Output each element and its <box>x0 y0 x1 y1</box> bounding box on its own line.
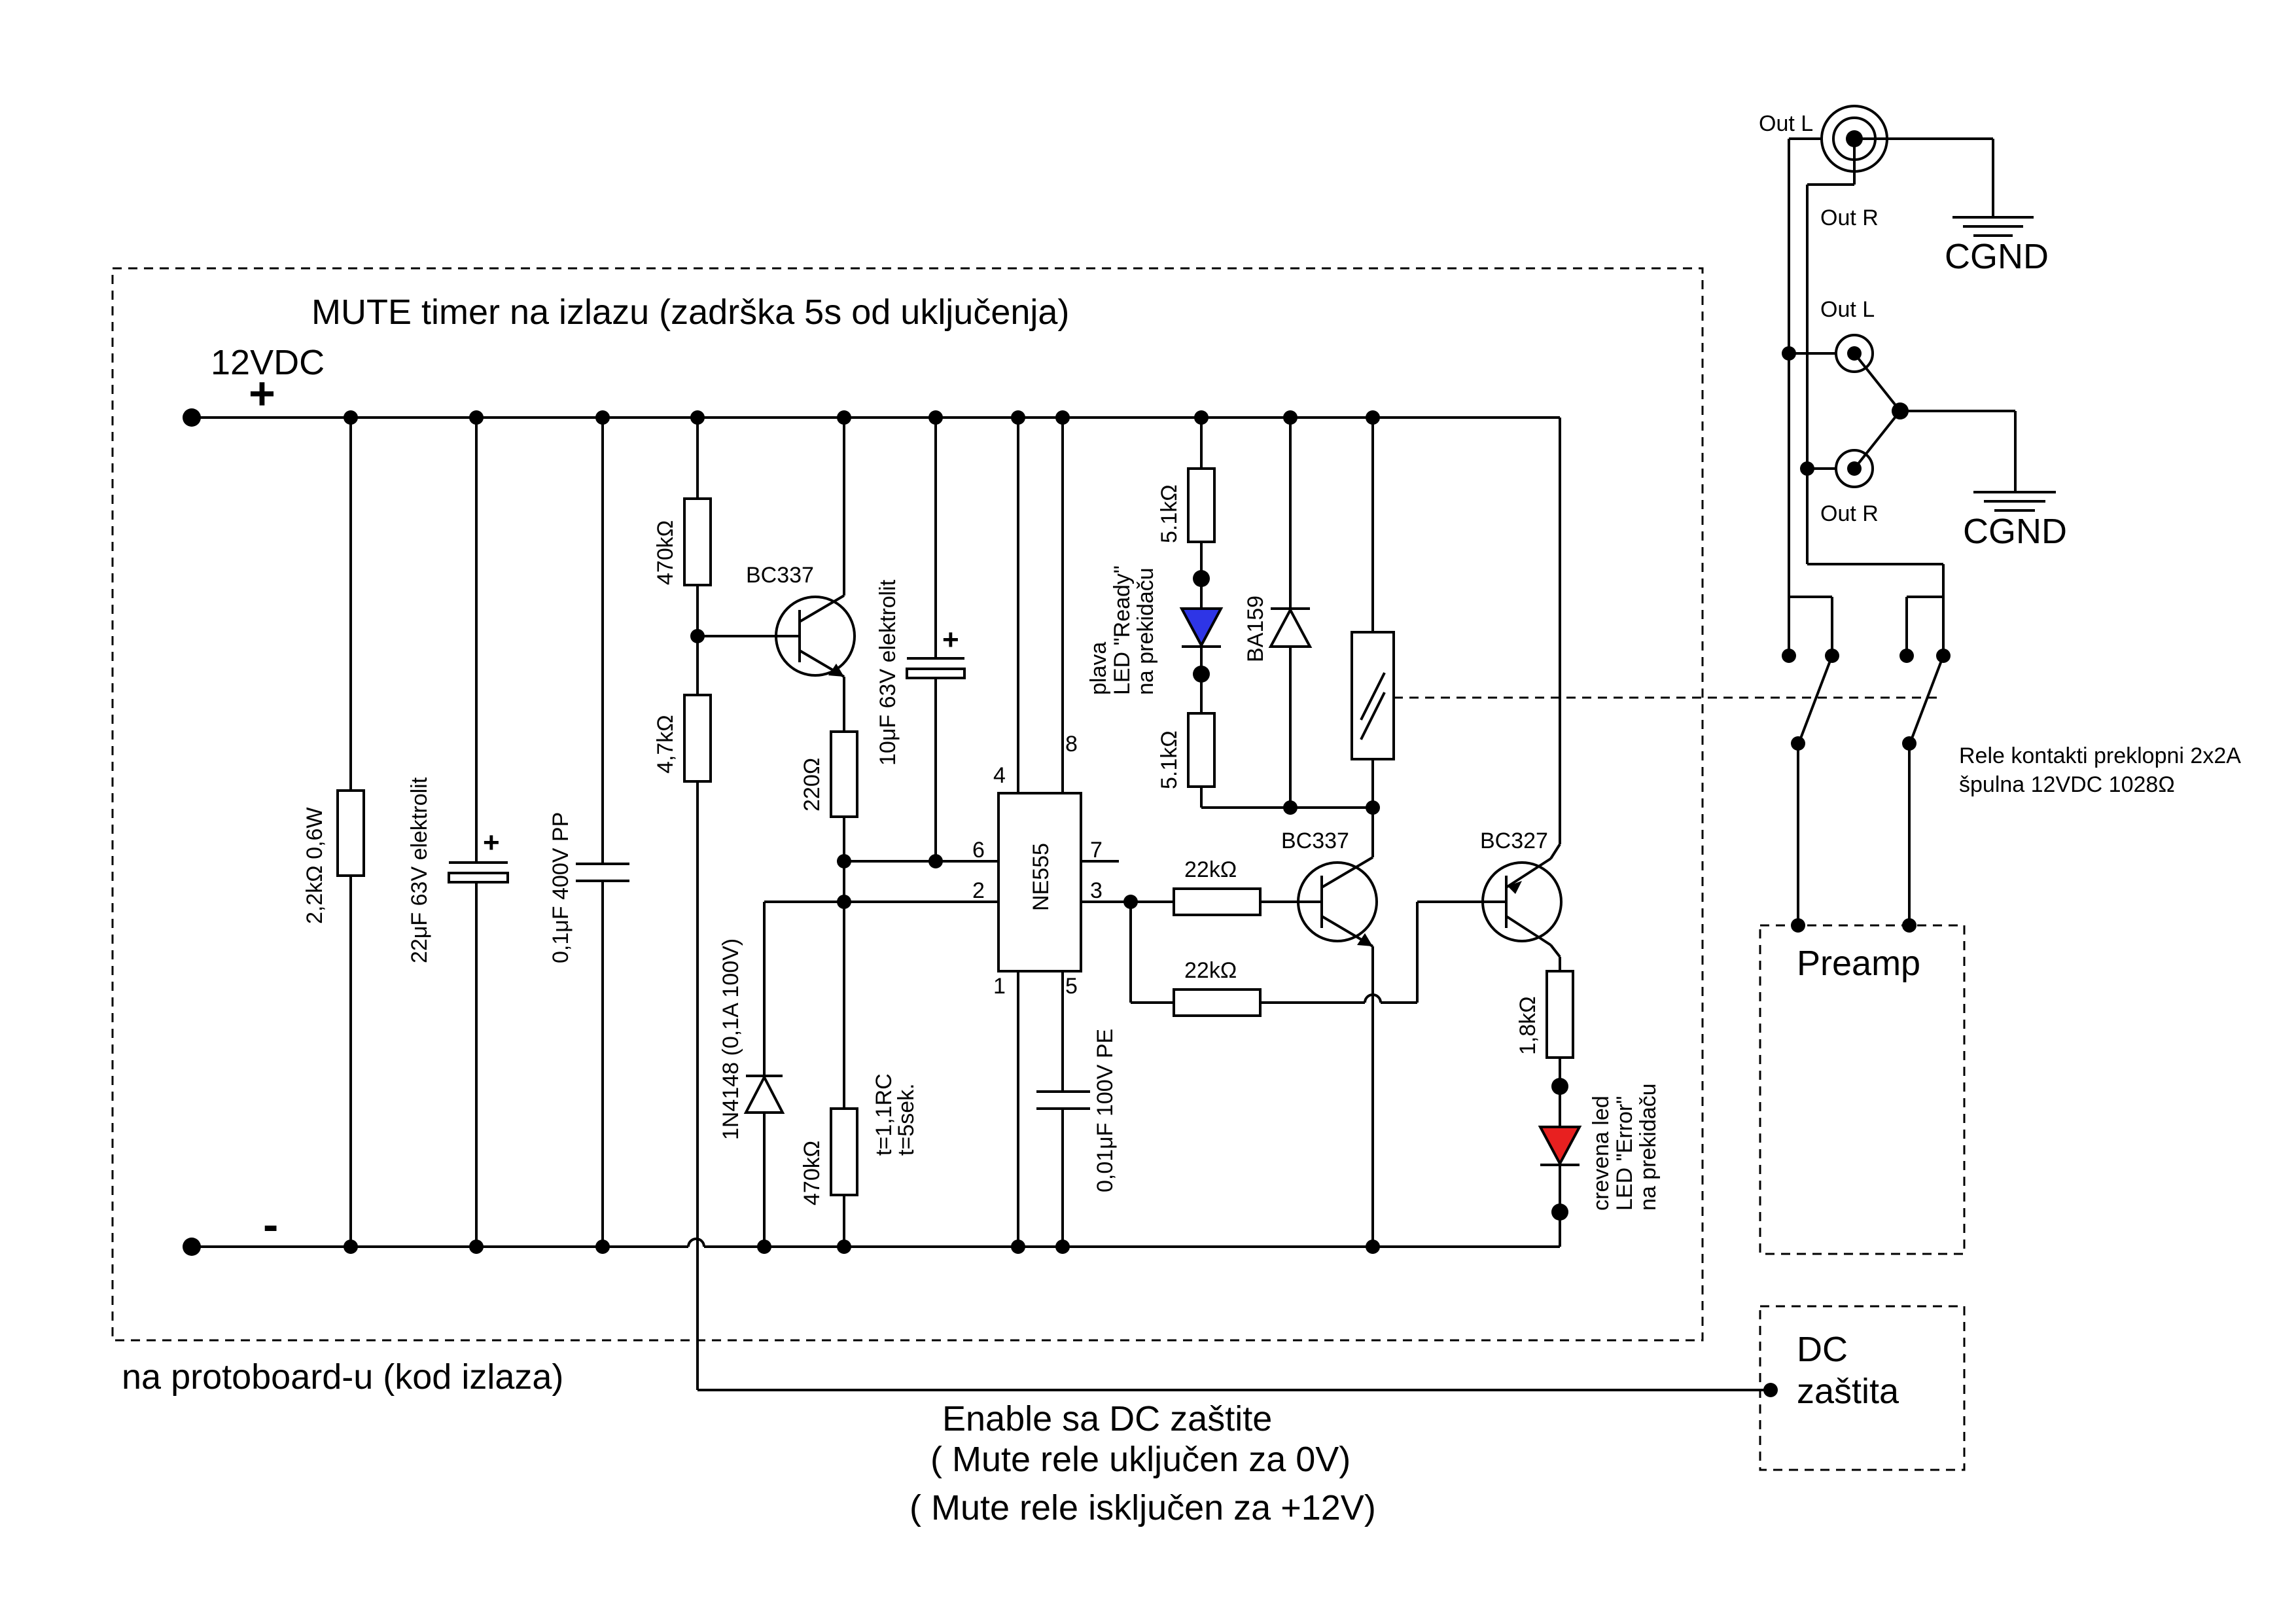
timing-formula-line1: t=1,1RC <box>872 1073 896 1156</box>
enable-note-line2: ( Mute rele uključen za 0V) <box>930 1440 1351 1479</box>
supply-voltage-label: 12VDC <box>211 343 325 382</box>
resistor-2k2-label: 2,2kΩ 0,6W <box>302 808 327 924</box>
pin-7-label: 7 <box>1090 838 1103 863</box>
preamp-label: Preamp <box>1797 944 1920 983</box>
led-error-label-line2: LED "Error" <box>1612 1096 1637 1211</box>
relay-contact-wiring <box>1782 137 1951 933</box>
capacitor-100nf-label: 0,1μF 400V PP <box>548 812 573 963</box>
protoboard-outline <box>111 267 1704 1342</box>
pin-4-label: 4 <box>993 763 1006 788</box>
pin-6-label: 6 <box>972 838 985 863</box>
capacitor-10uf <box>906 410 966 861</box>
transistor-q1-bc337 <box>772 410 856 732</box>
resistor-1k8-label: 1,8kΩ <box>1515 996 1540 1055</box>
transistor-q3-bc327 <box>1480 418 1563 971</box>
capacitor-22uf <box>448 410 509 1254</box>
led-error-label-line1: crevena led <box>1589 1096 1614 1211</box>
resistor-5k1-bottom-label: 5.1kΩ <box>1157 730 1182 789</box>
resistor-4k7-label: 4,7kΩ <box>653 715 678 774</box>
resistor-220-label: 220Ω <box>800 758 824 812</box>
resistor-470k-top-label: 470kΩ <box>653 520 678 585</box>
resistors-22k <box>1123 887 1480 1017</box>
relay-note-line1: Rele kontakti preklopni 2x2A <box>1959 743 2241 768</box>
protoboard-note: na protoboard-u (kod izlaza) <box>122 1357 563 1397</box>
supply-plus-sign: + <box>249 368 275 419</box>
diode-1n4148 <box>743 902 785 1254</box>
supply-minus-sign: - <box>263 1199 278 1250</box>
dc-protection-label-line1: DC <box>1797 1330 1848 1369</box>
timing-formula-line2: t=5sek. <box>894 1083 919 1156</box>
transistor-q3-label: BC327 <box>1480 829 1548 853</box>
cgnd-top-label: CGND <box>1945 237 2049 276</box>
pin-8-label: 8 <box>1065 732 1078 757</box>
led-ready-label-line1: plava <box>1086 642 1111 695</box>
out-r-top-label: Out R <box>1820 205 1879 230</box>
resistor-5k1-top-label: 5.1kΩ <box>1157 484 1182 543</box>
resistor-220 <box>830 730 858 861</box>
relay-coil <box>1351 410 1937 815</box>
relay-note-line2: špulna 12VDC 1028Ω <box>1959 772 2175 797</box>
capacitor-22uf-label: 22μF 63V elektrolit <box>407 777 432 963</box>
capacitor-10nf <box>1036 1090 1090 1254</box>
capacitor-10nf-label: 0,01μF 100V PE <box>1093 1029 1118 1192</box>
enable-wire <box>696 1247 1778 1397</box>
preamp-block <box>1759 924 1966 1255</box>
resistor-22k-b-label: 22kΩ <box>1184 958 1237 983</box>
transistor-q2-bc337 <box>1297 808 1380 1254</box>
diode-ba159-label: BA159 <box>1243 596 1268 662</box>
timing-network <box>764 854 998 1254</box>
capacitor-100nf <box>576 410 629 1254</box>
out-r-mid-label: Out R <box>1820 501 1879 526</box>
pin-3-label: 3 <box>1090 878 1103 903</box>
out-l-mid-label: Out L <box>1820 297 1875 322</box>
enable-note-line1: Enable sa DC zaštite <box>942 1399 1272 1438</box>
diode-1n4148-label: 1N4148 (0,1A 100V) <box>718 938 743 1140</box>
resistor-2k2 <box>336 410 365 1254</box>
led-ready-branch <box>1179 410 1373 809</box>
ne555-label: NE555 <box>1029 843 1053 911</box>
rca-connectors-middle <box>1835 334 2056 512</box>
led-ready-blue <box>1179 607 1224 649</box>
led-error-branch <box>1538 970 1582 1247</box>
cgnd-mid-label: CGND <box>1963 512 2067 551</box>
pin-1-label: 1 <box>993 974 1006 999</box>
dc-protection-label-line2: zaštita <box>1797 1372 1899 1411</box>
led-ready-label-line3: na prekidaču <box>1133 567 1158 695</box>
enable-note-line3: ( Mute rele isključen za +12V) <box>910 1488 1376 1527</box>
transistor-q2-label: BC337 <box>1281 829 1349 853</box>
capacitor-22uf-polarity: + <box>483 827 500 859</box>
led-error-red <box>1538 1126 1582 1167</box>
led-ready-label-line2: LED "Ready" <box>1110 565 1135 695</box>
ne555-ic <box>997 410 1131 1254</box>
pin-2-label: 2 <box>972 878 985 903</box>
transistor-q1-label: BC337 <box>746 563 814 588</box>
diagram-title: MUTE timer na izlazu (zadrška 5s od uklj… <box>311 293 1069 332</box>
diode-ba159 <box>1268 410 1313 815</box>
capacitor-10uf-polarity: + <box>942 624 959 656</box>
capacitor-10uf-label: 10μF 63V elektrolit <box>875 579 900 766</box>
out-l-top-label: Out L <box>1759 111 1813 136</box>
resistor-22k-a-label: 22kΩ <box>1184 857 1237 882</box>
resistor-470k-bottom-label: 470kΩ <box>800 1141 824 1205</box>
led-error-label-line3: na prekidaču <box>1636 1083 1661 1211</box>
pin-5-label: 5 <box>1065 974 1078 999</box>
resistor-divider <box>683 410 772 1247</box>
dc-protection-block <box>1759 1305 1966 1471</box>
